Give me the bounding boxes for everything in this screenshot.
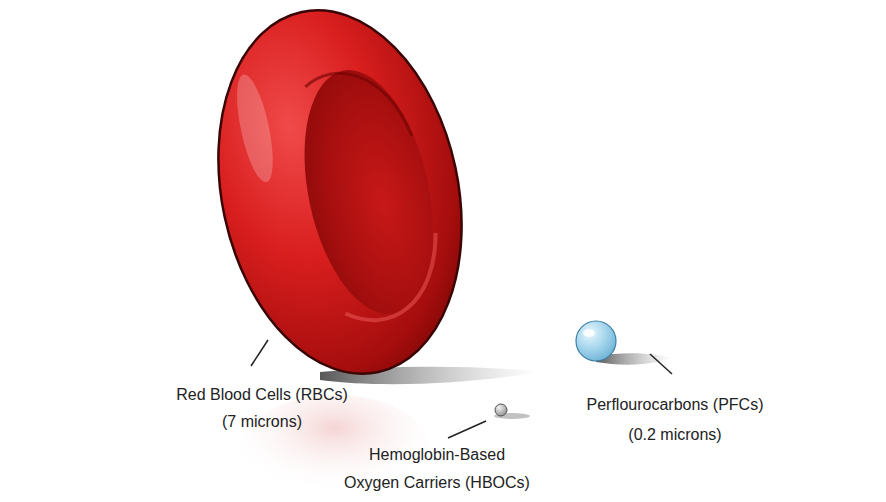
pfc-highlight xyxy=(583,329,595,337)
hboc-sphere xyxy=(495,404,507,416)
leader-line xyxy=(650,354,672,374)
pfc-sphere xyxy=(576,321,616,361)
callout-label: Perflourocarbons (PFCs) (0.2 microns) xyxy=(580,390,770,450)
leader-line xyxy=(448,421,486,438)
callout-label: Red Blood Cells (RBCs) (7 microns) xyxy=(172,381,352,435)
callout-label: Hemoglobin-Based Oxygen Carriers (HBOCs) xyxy=(342,441,533,497)
red-blood-cell xyxy=(186,0,493,397)
leader-line xyxy=(251,340,268,366)
